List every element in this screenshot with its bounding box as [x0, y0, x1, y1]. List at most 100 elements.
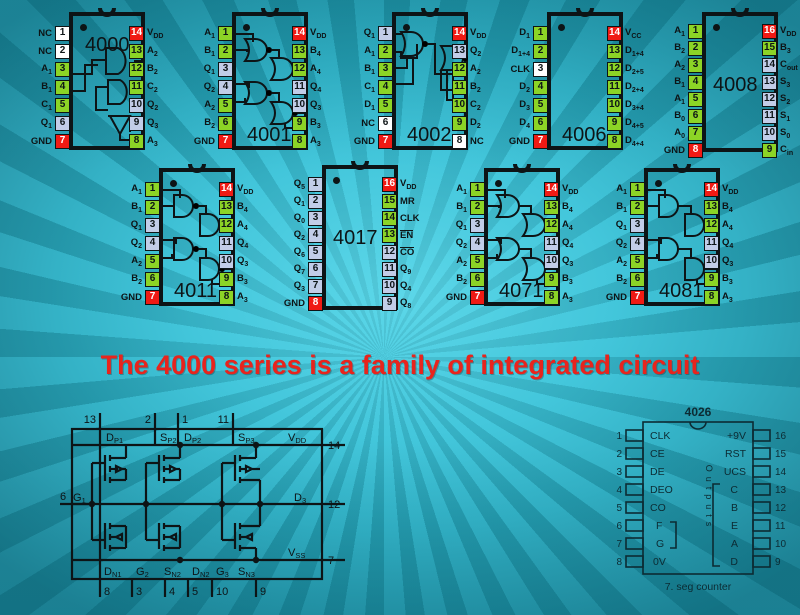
mosfet-schematic[interactable]: 13 2 1 11 8 3 4 5 10 9 6 14 12 7 DP1 SP2…	[60, 405, 360, 600]
